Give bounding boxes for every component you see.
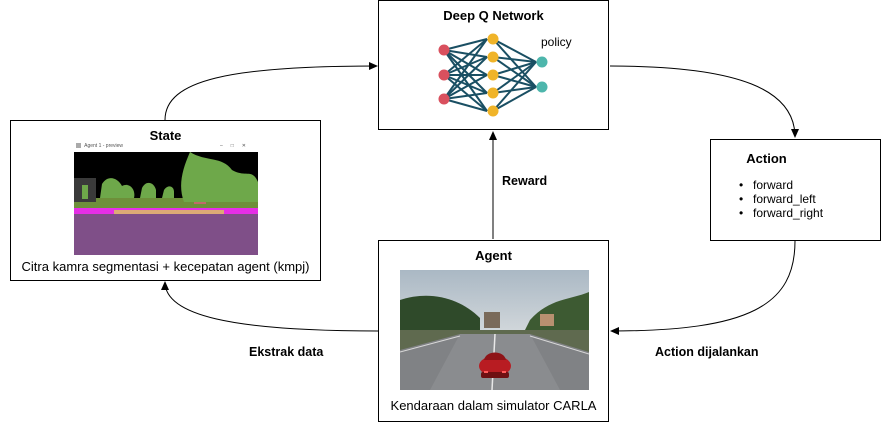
policy-label: policy	[541, 35, 572, 49]
hidden-node	[487, 33, 499, 45]
window-controls: –□✕	[220, 143, 254, 149]
input-node	[438, 69, 450, 81]
window-app-icon	[76, 143, 81, 149]
nn-connection	[443, 74, 488, 112]
action-item-forward: forward	[739, 178, 823, 192]
nn-connection	[443, 38, 488, 76]
nn-connection	[492, 38, 537, 88]
nn-connection	[492, 61, 537, 76]
nn-connection	[492, 56, 537, 88]
nn-connection	[443, 49, 488, 58]
nn-connection	[492, 86, 537, 94]
dqn-box: Deep Q Network policy	[378, 0, 609, 130]
preview-titlebar: Agent 1 - preview –□✕	[74, 141, 258, 151]
action-executed-label: Action dijalankan	[655, 345, 759, 359]
arrow-dqn-to-action	[609, 65, 799, 138]
state-title: State	[149, 128, 182, 143]
nn-connection	[443, 92, 488, 100]
output-node	[536, 56, 548, 68]
nn-connection	[443, 74, 488, 94]
nn-connection	[443, 38, 488, 51]
arrow-agent-to-state	[161, 281, 379, 332]
nn-connection	[492, 38, 537, 63]
preview-window-title: Agent 1 - preview	[84, 143, 124, 149]
state-caption: Citra kamra segmentasi + kecepatan agent…	[21, 259, 310, 274]
nn-connection	[443, 56, 488, 100]
action-title: Action	[746, 151, 787, 166]
extract-data-label: Ekstrak data	[249, 345, 324, 359]
agent-title: Agent	[475, 248, 512, 263]
agent-caption: Kendaraan dalam simulator CARLA	[390, 398, 597, 413]
action-list: forward forward_left forward_right	[739, 178, 823, 220]
input-node	[438, 93, 450, 105]
neural-network-icon	[438, 33, 548, 117]
nn-connection	[492, 86, 537, 112]
nn-connection	[492, 56, 537, 63]
nn-connection	[443, 98, 488, 112]
segmentation-preview-window: Agent 1 - preview –□✕	[74, 141, 258, 255]
nn-connection	[492, 74, 537, 88]
nn-connection	[443, 38, 488, 100]
arrow-state-to-dqn	[164, 62, 378, 121]
nn-connection	[443, 56, 488, 76]
action-box: Action forward forward_left forward_righ…	[710, 139, 881, 241]
input-node	[438, 44, 450, 56]
nn-connection	[443, 49, 488, 94]
nn-connection	[443, 74, 488, 100]
action-item-forward-left: forward_left	[739, 192, 823, 206]
carla-simulator-image	[400, 270, 589, 390]
arrow-action-to-agent	[610, 240, 796, 335]
segmentation-image	[74, 152, 258, 255]
state-box: State Agent 1 - preview –□✕ Citra kamra …	[10, 120, 321, 281]
hidden-node	[487, 69, 499, 81]
hidden-node	[487, 51, 499, 63]
nn-connection	[443, 49, 488, 76]
action-item-forward-right: forward_right	[739, 206, 823, 220]
reward-label: Reward	[502, 174, 548, 188]
agent-box: Agent Kendaraan dalam simulator CARLA	[378, 240, 609, 422]
dqn-title: Deep Q Network	[443, 8, 544, 23]
output-node	[536, 81, 548, 93]
nn-connection	[492, 61, 537, 112]
nn-connection	[443, 49, 488, 112]
nn-connection	[492, 61, 537, 94]
hidden-node	[487, 87, 499, 99]
hidden-node	[487, 105, 499, 117]
